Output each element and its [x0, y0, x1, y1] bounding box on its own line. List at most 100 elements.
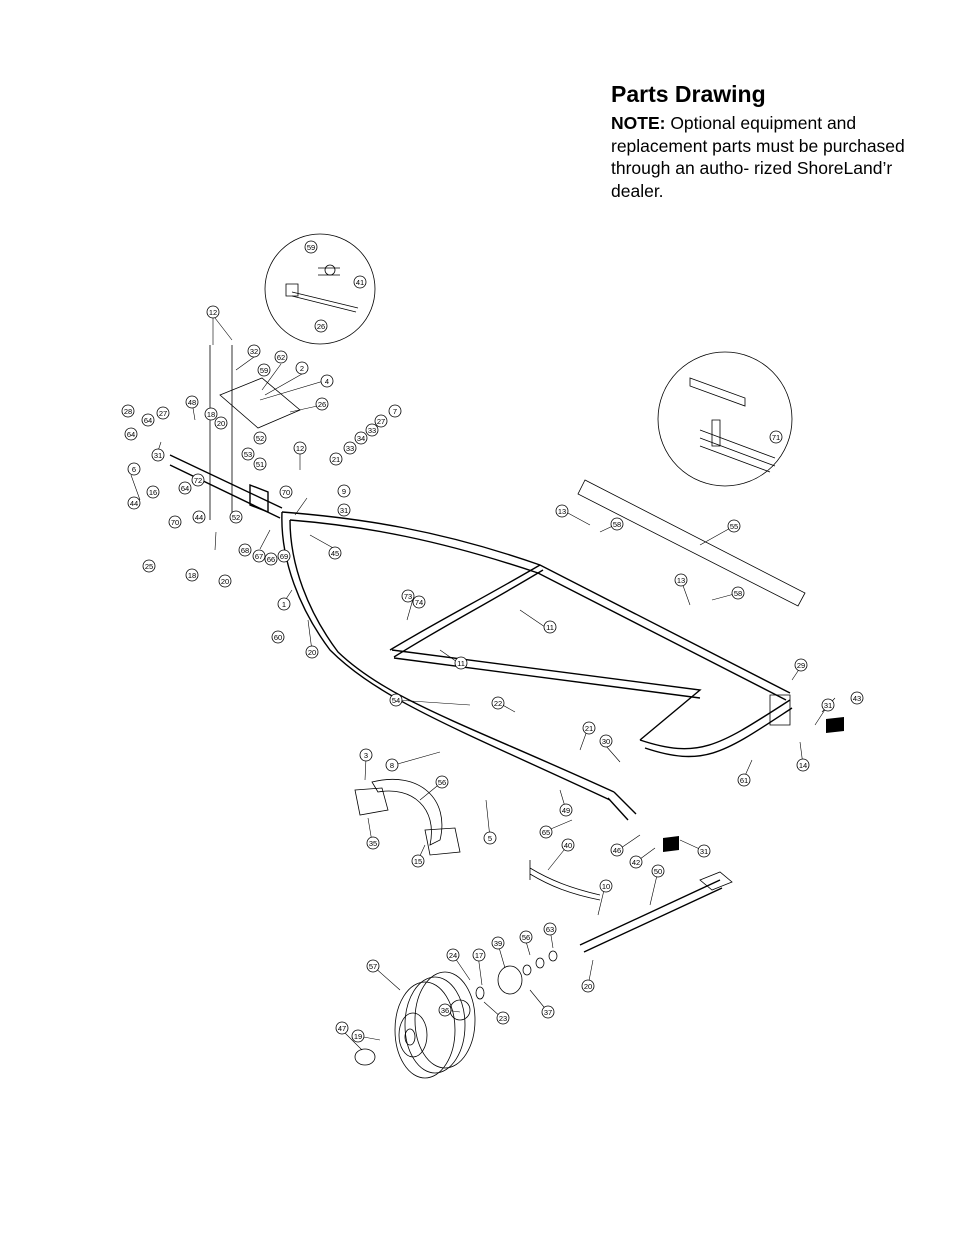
svg-text:64: 64 [181, 484, 189, 493]
callout-34: 34 [354, 431, 368, 445]
svg-text:6: 6 [132, 465, 136, 474]
svg-text:13: 13 [558, 507, 566, 516]
svg-text:29: 29 [797, 661, 805, 670]
svg-text:18: 18 [207, 410, 215, 419]
svg-text:43: 43 [853, 694, 861, 703]
callout-74: 74 [412, 595, 426, 609]
svg-text:63: 63 [546, 925, 554, 934]
callout-48: 48 [185, 395, 199, 409]
callout-65: 65 [539, 825, 553, 839]
callout-59: 59 [257, 363, 271, 377]
svg-text:27: 27 [377, 417, 385, 426]
svg-text:40: 40 [564, 841, 572, 850]
svg-text:72: 72 [194, 476, 202, 485]
callout-21: 21 [329, 452, 343, 466]
callout-3: 3 [359, 748, 373, 762]
svg-text:35: 35 [369, 839, 377, 848]
svg-text:71: 71 [772, 433, 780, 442]
callout-21: 21 [582, 721, 596, 735]
callout-32: 32 [247, 344, 261, 358]
callout-51: 51 [253, 457, 267, 471]
callout-12: 12 [293, 441, 307, 455]
callout-53: 53 [241, 447, 255, 461]
callout-41: 41 [353, 275, 367, 289]
svg-text:61: 61 [740, 776, 748, 785]
svg-text:31: 31 [824, 701, 832, 710]
callout-58: 58 [731, 586, 745, 600]
svg-text:16: 16 [149, 488, 157, 497]
callout-70: 70 [168, 515, 182, 529]
svg-text:32: 32 [250, 347, 258, 356]
svg-text:67: 67 [255, 552, 263, 561]
callout-60: 60 [271, 630, 285, 644]
callout-16: 16 [146, 485, 160, 499]
svg-text:56: 56 [438, 778, 446, 787]
axle [579, 871, 733, 953]
callout-33: 33 [365, 423, 379, 437]
svg-text:57: 57 [369, 962, 377, 971]
svg-text:31: 31 [700, 847, 708, 856]
svg-text:46: 46 [613, 846, 621, 855]
callout-50: 50 [651, 864, 665, 878]
callout-54: 54 [389, 693, 403, 707]
svg-text:34: 34 [357, 434, 365, 443]
callout-57: 57 [366, 959, 380, 973]
callout-18: 18 [204, 407, 218, 421]
svg-text:22: 22 [494, 699, 502, 708]
svg-text:27: 27 [159, 409, 167, 418]
svg-text:50: 50 [654, 867, 662, 876]
svg-text:17: 17 [475, 951, 483, 960]
drawing-header: Parts Drawing NOTE: Optional equipment a… [611, 80, 911, 202]
svg-text:20: 20 [308, 648, 316, 657]
svg-text:65: 65 [542, 828, 550, 837]
svg-text:52: 52 [256, 434, 264, 443]
tail-light-left [663, 836, 679, 852]
callout-15: 15 [411, 854, 425, 868]
callout-13: 13 [674, 573, 688, 587]
callout-40: 40 [561, 838, 575, 852]
callout-45: 45 [328, 546, 342, 560]
svg-text:28: 28 [124, 407, 132, 416]
page-title: Parts Drawing [611, 81, 766, 107]
svg-text:24: 24 [449, 951, 457, 960]
svg-text:31: 31 [154, 451, 162, 460]
callout-23: 23 [496, 1011, 510, 1025]
fender [354, 778, 461, 856]
svg-text:1: 1 [282, 600, 286, 609]
svg-text:20: 20 [217, 419, 225, 428]
callout-10: 10 [599, 879, 613, 893]
callout-14: 14 [796, 758, 810, 772]
svg-text:44: 44 [195, 513, 203, 522]
svg-text:12: 12 [296, 444, 304, 453]
callout-44: 44 [127, 496, 141, 510]
callout-58: 58 [610, 517, 624, 531]
svg-text:18: 18 [188, 571, 196, 580]
svg-text:21: 21 [585, 724, 593, 733]
callout-49: 49 [559, 803, 573, 817]
svg-text:36: 36 [441, 1006, 449, 1015]
callout-44: 44 [192, 510, 206, 524]
callout-7: 7 [388, 404, 402, 418]
callout-66: 66 [264, 552, 278, 566]
svg-text:41: 41 [356, 278, 364, 287]
callout-42: 42 [629, 855, 643, 869]
callout-27: 27 [374, 414, 388, 428]
callout-43: 43 [850, 691, 864, 705]
callout-5: 5 [483, 831, 497, 845]
callout-56: 56 [519, 930, 533, 944]
svg-text:30: 30 [602, 737, 610, 746]
callout-20: 20 [218, 574, 232, 588]
svg-text:37: 37 [544, 1008, 552, 1017]
callout-31: 31 [821, 698, 835, 712]
callout-70: 70 [279, 485, 293, 499]
svg-text:49: 49 [562, 806, 570, 815]
svg-text:13: 13 [677, 576, 685, 585]
svg-text:23: 23 [499, 1014, 507, 1023]
svg-text:26: 26 [317, 322, 325, 331]
callout-56: 56 [435, 775, 449, 789]
svg-text:59: 59 [307, 243, 315, 252]
callout-64: 64 [124, 427, 138, 441]
callout-22: 22 [491, 696, 505, 710]
callout-18: 18 [185, 568, 199, 582]
